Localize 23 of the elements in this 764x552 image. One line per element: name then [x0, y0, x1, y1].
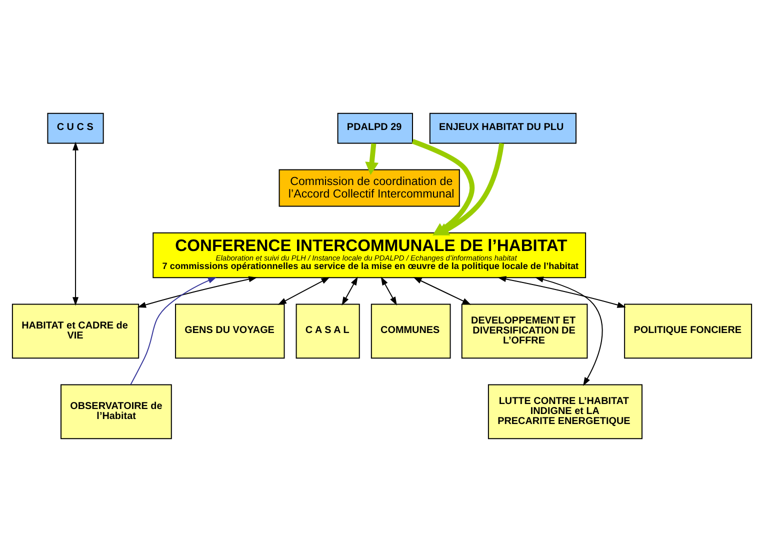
node-box: PDALPD 29 [337, 112, 413, 144]
node-box: C U C S [47, 112, 104, 144]
arrow [365, 143, 379, 175]
arrow [380, 276, 397, 306]
arrow [534, 276, 603, 386]
node-box: C A S A L [296, 304, 360, 359]
node-box: ENJEUX HABITAT DU PLU [429, 112, 576, 144]
arrow [137, 276, 258, 308]
node-box: HABITAT et CADRE de VIE [12, 304, 140, 359]
arrow [413, 277, 472, 305]
node-box: POLITIQUE FONCIERE [624, 304, 752, 359]
arrow [278, 277, 330, 305]
arrow [130, 277, 217, 385]
node-box: OBSERVATOIRE de l’Habitat [60, 384, 172, 440]
node-box: CONFERENCE INTERCOMMUNALE DE l’HABITAT Elaboration et suivi du PLH / Instance locale du PDALPD / Echanges d’informations habitat 7 commissions opérationnelles au service de la mise en œuvre de la politique locale de l’habitat [152, 232, 586, 278]
node-box: LUTTE CONTRE L’HABITAT INDIGNE et LA PRECARITE ENERGETIQUE [488, 384, 642, 440]
arrow [342, 276, 358, 306]
arrow [498, 276, 626, 308]
arrow [72, 142, 79, 306]
node-box: GENS DU VOYAGE [175, 304, 285, 359]
node-box: Commission de coordination de l’Accord Collectif Intercommunal [278, 169, 460, 207]
node-box: DEVELOPPEMENT ET DIVERSIFICATION DE L’OFFRE [461, 304, 588, 359]
node-box: COMMUNES [370, 304, 451, 359]
